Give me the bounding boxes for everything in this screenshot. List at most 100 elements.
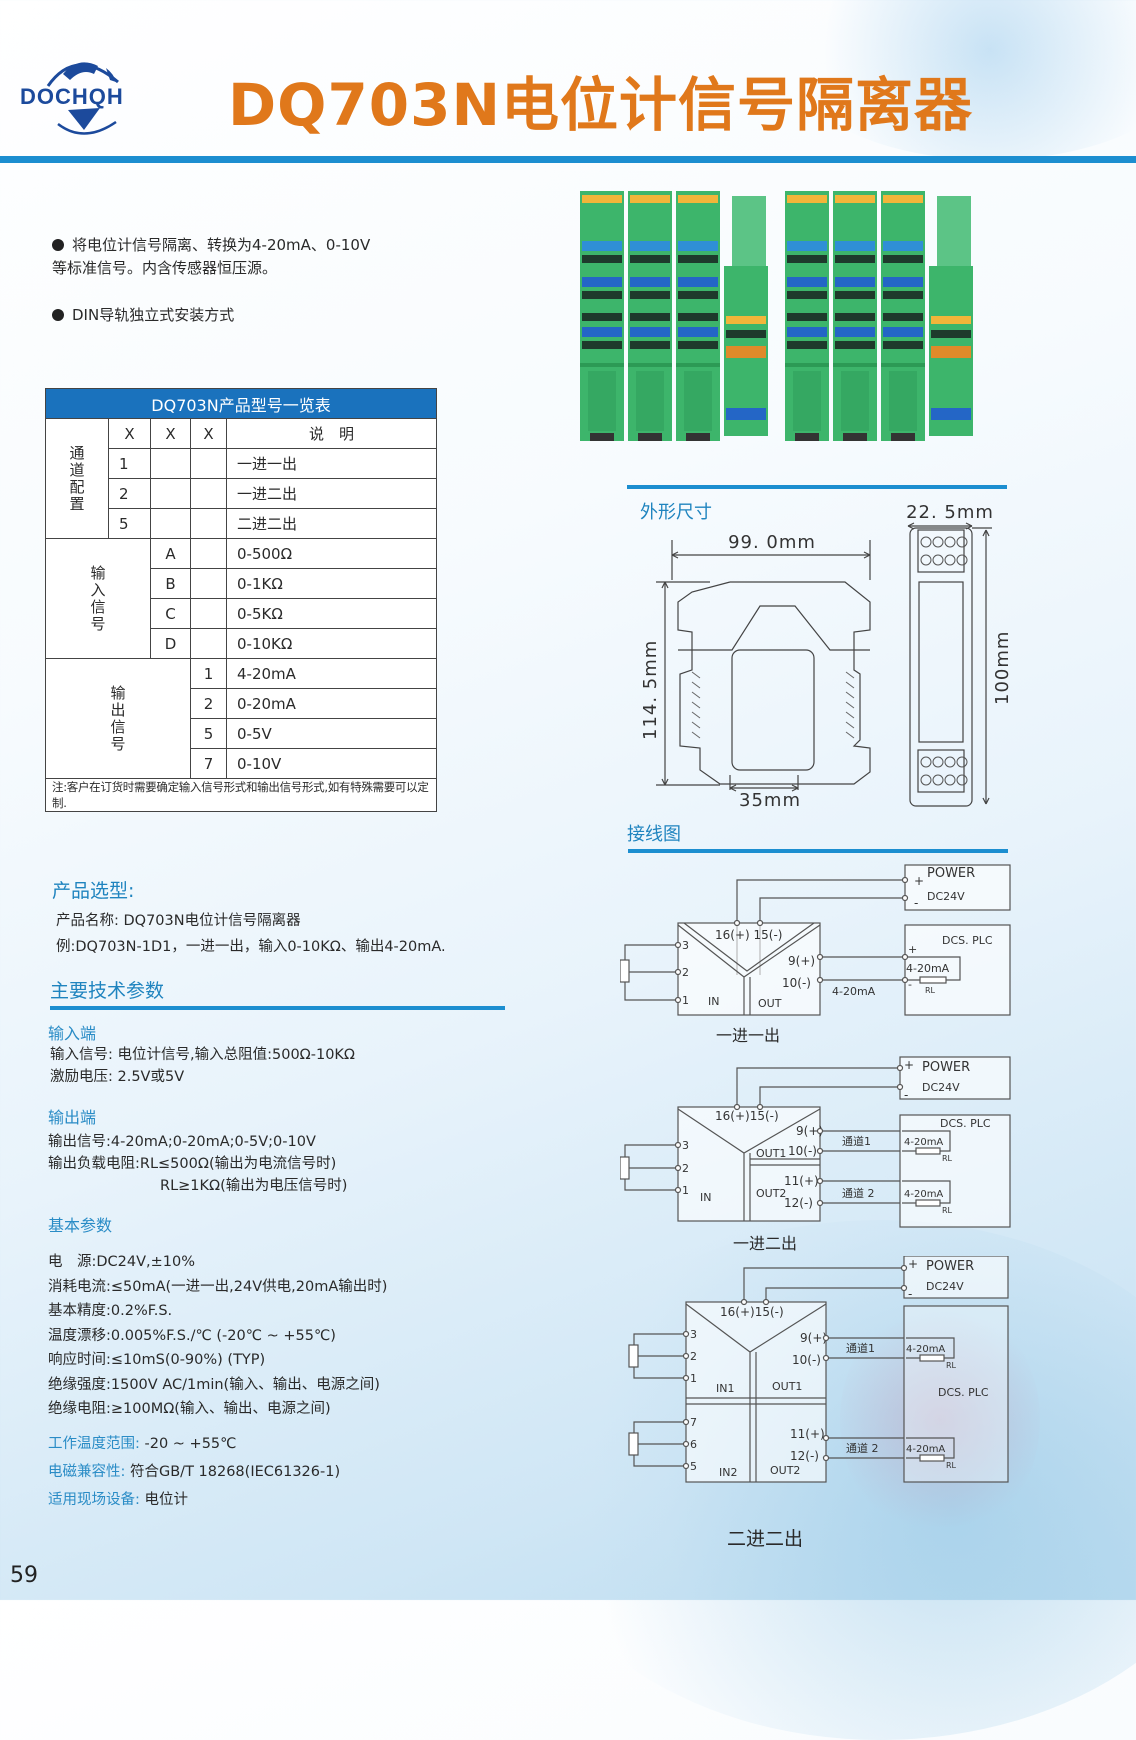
svg-text:IN2: IN2	[719, 1466, 737, 1479]
module-group-left	[580, 191, 768, 441]
svg-text:DCS. PLC: DCS. PLC	[942, 934, 993, 947]
svg-text:+: +	[908, 1257, 918, 1271]
svg-text:POWER: POWER	[926, 1259, 974, 1274]
svg-text:16(+)15(-): 16(+)15(-)	[715, 1109, 779, 1123]
svg-text:9(+): 9(+)	[800, 1331, 827, 1345]
svg-text:1: 1	[690, 1372, 697, 1385]
svg-text:RL: RL	[925, 986, 936, 995]
svg-text:3: 3	[682, 939, 689, 952]
spec-emc: 电磁兼容性: 符合GB/T 18268(IEC61326-1)	[48, 1464, 341, 1480]
svg-text:1: 1	[682, 994, 689, 1007]
input-heading: 输入端	[48, 1024, 97, 1043]
svg-text:9(+): 9(+)	[788, 954, 815, 968]
svg-text:22. 5mm: 22. 5mm	[906, 502, 994, 523]
svg-text:+: +	[904, 1058, 914, 1072]
svg-text:POWER: POWER	[927, 866, 975, 881]
svg-text:4-20mA: 4-20mA	[904, 1137, 943, 1148]
wiring-diagram-1in2out: POWER DC24V + - 16(+)15(-) 9(+) 10(-) OU…	[619, 1055, 1020, 1235]
svg-text:通道 2: 通道 2	[842, 1186, 875, 1200]
svg-text:IN1: IN1	[716, 1382, 734, 1395]
spec-line: 电 源:DC24V,±10%	[48, 1254, 196, 1270]
spec-line: 温度漂移:0.005%F.S./℃ (-20℃ ~ +55℃)	[48, 1327, 336, 1344]
svg-text:9(+): 9(+)	[796, 1124, 823, 1138]
dimensions-divider	[627, 485, 1007, 489]
bullet-icon	[52, 239, 64, 251]
svg-text:OUT1: OUT1	[756, 1147, 786, 1160]
basic-spec-lines: 电 源:DC24V,±10% 消耗电流:≤50mA(一进一出,24V供电,20m…	[48, 1250, 387, 1422]
svg-text:10(-): 10(-)	[782, 976, 811, 990]
spec-line: 绝缘电阻:≥100MΩ(输入、输出、电源之间)	[48, 1401, 331, 1417]
svg-text:-: -	[908, 978, 912, 991]
spec-line: 响应时间:≤10mS(0-90%) (TYP)	[48, 1352, 266, 1368]
globe-icon	[46, 62, 119, 135]
svg-text:4-20mA: 4-20mA	[904, 1189, 943, 1200]
diagram-caption: 一进一出	[716, 1026, 781, 1045]
company-logo: DOCHQH	[18, 52, 148, 138]
svg-text:3: 3	[690, 1328, 697, 1341]
wiring-diagram-2in2out: POWER DC24V + - 16(+)15(-) 9(+) 10(-) IN…	[620, 1255, 1020, 1496]
bullet-icon	[52, 309, 64, 321]
spec-line: 输出信号:4-20mA;0-20mA;0-5V;0-10V	[48, 1134, 316, 1150]
svg-text:5: 5	[690, 1460, 697, 1473]
column-header: X	[150, 418, 191, 449]
diagram-caption: 二进二出	[727, 1528, 804, 1550]
bullet-text-cont: 等标准信号。内含传感器恒压源。	[52, 259, 278, 277]
svg-text:35mm: 35mm	[739, 790, 801, 810]
svg-text:11(+): 11(+)	[784, 1174, 819, 1188]
svg-text:+: +	[908, 943, 917, 956]
logo-text: DOCHQH	[20, 84, 124, 109]
svg-text:4-20mA: 4-20mA	[906, 1444, 945, 1455]
svg-text:4-20mA: 4-20mA	[906, 1344, 945, 1355]
spec-line: 消耗电流:≤50mA(一进一出,24V供电,20mA输出时)	[48, 1278, 388, 1295]
spec-line: 输出负载电阻:RL≤500Ω(输出为电流信号时)	[48, 1156, 337, 1172]
svg-text:RL: RL	[942, 1206, 953, 1215]
svg-text:-: -	[908, 1287, 912, 1301]
svg-text:6: 6	[690, 1438, 697, 1451]
spec-line: 激励电压: 2.5V或5V	[50, 1069, 185, 1085]
svg-text:OUT2: OUT2	[770, 1464, 800, 1477]
example-line: 例:DQ703N-1D1，一进一出，输入0-10KΩ、输出4-20mA.	[56, 939, 446, 955]
svg-text:DCS. PLC: DCS. PLC	[938, 1386, 989, 1399]
feature-bullet: DIN导轨独立式安装方式	[52, 304, 472, 327]
spec-operating-temp: 工作温度范围: -20 ~ +55℃	[48, 1436, 237, 1452]
header-divider	[0, 156, 1136, 163]
svg-text:RL: RL	[942, 1154, 953, 1163]
svg-text:DC24V: DC24V	[922, 1081, 960, 1094]
product-name-line: 产品名称: DQ703N电位计信号隔离器	[56, 913, 301, 929]
svg-text:OUT1: OUT1	[772, 1380, 802, 1393]
svg-text:-: -	[904, 1088, 908, 1102]
group-label-output: 输出信号	[45, 658, 191, 779]
svg-text:+: +	[914, 874, 924, 888]
bullet-text: 将电位计信号隔离、转换为4-20mA、0-10V	[72, 236, 371, 254]
page-number: 59	[10, 1563, 38, 1588]
svg-text:7: 7	[690, 1416, 697, 1429]
spec-line: 基本精度:0.2%F.S.	[48, 1303, 173, 1319]
svg-text:16(+) 15(-): 16(+) 15(-)	[715, 928, 782, 942]
spec-line: 输入信号: 电位计信号,输入总阻值:500Ω-10KΩ	[50, 1047, 356, 1063]
feature-bullets: 将电位计信号隔离、转换为4-20mA、0-10V 等标准信号。内含传感器恒压源。…	[52, 234, 472, 351]
table-note: 注:客户在订货时需要确定输入信号形式和输出信号形式,如有特殊需要可以定制.	[45, 778, 437, 812]
svg-text:DCS. PLC: DCS. PLC	[940, 1117, 991, 1130]
svg-text:2: 2	[690, 1350, 697, 1363]
svg-text:12(-): 12(-)	[790, 1449, 819, 1463]
table-title: DQ703N产品型号一览表	[45, 388, 437, 419]
wiring-heading: 接线图	[627, 824, 681, 845]
feature-bullet: 将电位计信号隔离、转换为4-20mA、0-10V 等标准信号。内含传感器恒压源。	[52, 234, 472, 280]
svg-text:通道 2: 通道 2	[846, 1441, 879, 1455]
dimensions-heading: 外形尺寸	[640, 502, 712, 523]
svg-text:1: 1	[682, 1184, 689, 1197]
svg-text:通道1: 通道1	[842, 1134, 871, 1148]
group-label-input: 输入信号	[45, 538, 151, 659]
svg-text:通道1: 通道1	[846, 1341, 875, 1355]
wiring-diagram-1in1out: POWER DC24V + - 16(+) 15(-) IN OUT 9(+) …	[619, 855, 1020, 1055]
svg-text:4-20mA: 4-20mA	[832, 985, 876, 998]
svg-text:11(+): 11(+)	[790, 1427, 825, 1441]
